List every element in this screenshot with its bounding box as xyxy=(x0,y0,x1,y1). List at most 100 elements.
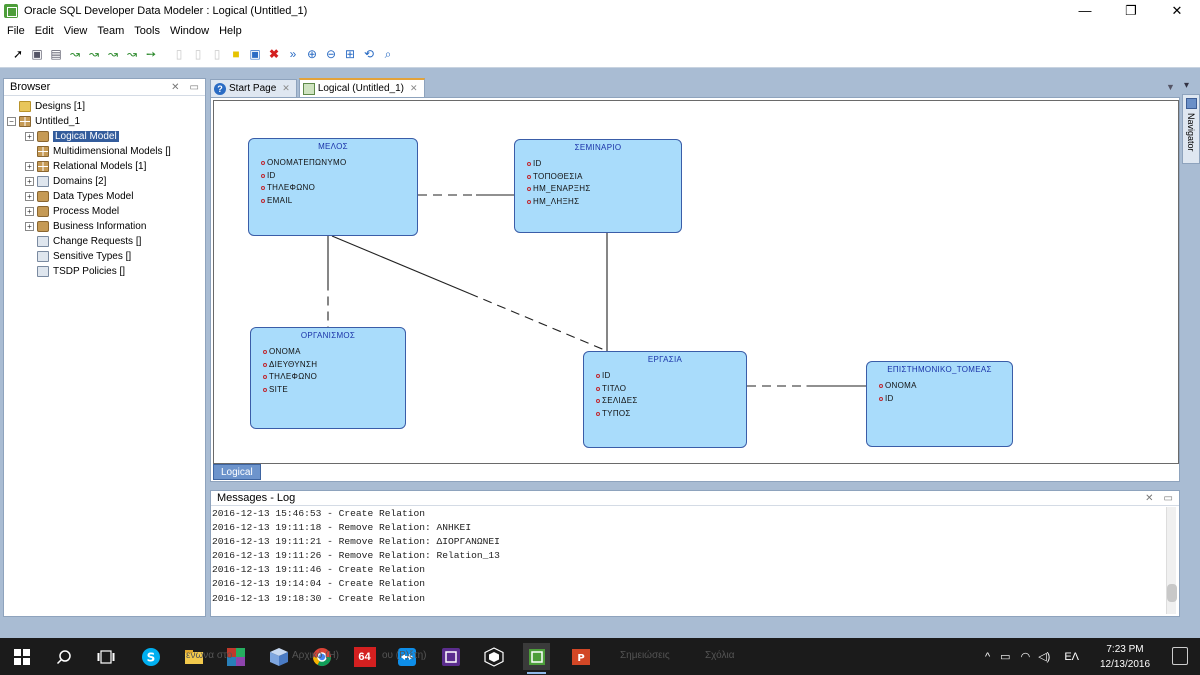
entity-attribute[interactable]: ΣΕΛΙΔΕΣ xyxy=(596,395,746,408)
tree-item[interactable]: +Logical Model xyxy=(7,129,205,144)
expand-icon[interactable]: + xyxy=(25,222,34,231)
new-entity-icon[interactable]: ▣ xyxy=(31,47,43,61)
new-relation-1-1-icon[interactable]: ↝ xyxy=(69,47,81,61)
battery-icon[interactable]: ▭ xyxy=(1000,651,1011,663)
fit-screen-icon[interactable]: ⊞ xyxy=(344,47,356,61)
close-icon[interactable]: ✕ xyxy=(171,81,180,93)
entity-attribute[interactable]: ΗΜ_ΛΗΞΗΣ xyxy=(527,196,681,209)
entity-attribute[interactable]: ID xyxy=(261,170,417,183)
task-view-icon[interactable] xyxy=(92,643,119,670)
entity-attribute[interactable]: ΔΙΕΥΘΥΝΣΗ xyxy=(263,359,405,372)
new-note-yellow-icon[interactable]: ■ xyxy=(232,47,240,61)
box-app-icon[interactable] xyxy=(265,643,292,670)
menu-window[interactable]: Window xyxy=(169,25,210,37)
new-relation-m-n-icon[interactable]: ↝ xyxy=(107,47,119,61)
new-inheritance-icon[interactable]: ➙ xyxy=(145,47,157,61)
tree-item[interactable]: Sensitive Types [] xyxy=(7,249,205,264)
menu-view[interactable]: View xyxy=(63,25,88,37)
winrar-icon[interactable] xyxy=(222,643,249,670)
menu-team[interactable]: Team xyxy=(97,25,125,37)
navigator-side-tab[interactable]: Navigator xyxy=(1182,94,1200,164)
language-indicator[interactable]: ΕΛ xyxy=(1064,650,1079,663)
relation-line[interactable] xyxy=(469,292,608,352)
expand-icon[interactable]: + xyxy=(25,132,34,141)
minimize-panel-icon[interactable]: ▭ xyxy=(1163,492,1173,504)
new-view-icon[interactable]: ▤ xyxy=(50,47,62,61)
picture-icon[interactable]: ▣ xyxy=(249,47,261,61)
entity-attribute[interactable]: ΤΗΛΕΦΩΝΟ xyxy=(263,371,405,384)
close-icon[interactable]: ✕ xyxy=(282,83,290,93)
tab-logical-bottom[interactable]: Logical xyxy=(213,464,261,480)
entity-attribute[interactable]: ΟΝΟΜΑΤΕΠΩΝΥΜΟ xyxy=(261,157,417,170)
windows-start-icon[interactable] xyxy=(8,643,35,670)
close-icon[interactable]: ✕ xyxy=(409,83,418,93)
zoom-out-icon[interactable]: ⊖ xyxy=(325,47,337,61)
volume-icon[interactable]: ◁) xyxy=(1038,651,1051,663)
notification-icon[interactable] xyxy=(1172,647,1188,665)
zoom-in-icon[interactable]: ⊕ xyxy=(306,47,318,61)
tree-item[interactable]: +Data Types Model xyxy=(7,189,205,204)
delete-icon[interactable]: ✖ xyxy=(268,47,280,61)
tree-item[interactable]: +Relational Models [1] xyxy=(7,159,205,174)
expand-icon[interactable]: + xyxy=(25,192,34,201)
menu-edit[interactable]: Edit xyxy=(34,25,54,37)
data-modeler-icon[interactable] xyxy=(523,643,550,674)
entity-attribute[interactable]: ID xyxy=(527,158,681,171)
tree-item[interactable]: Change Requests [] xyxy=(7,234,205,249)
new-note-icon[interactable]: ▯ xyxy=(194,47,202,61)
app-64-icon[interactable]: 64 xyxy=(351,643,378,670)
tree-item[interactable]: TSDP Policies [] xyxy=(7,264,205,279)
entity-attribute[interactable]: ΤΗΛΕΦΩΝΟ xyxy=(261,182,417,195)
purple-app-icon[interactable] xyxy=(437,643,464,670)
refresh-icon[interactable]: ⟲ xyxy=(363,47,375,61)
teamviewer-icon[interactable] xyxy=(393,643,420,670)
menu-help[interactable]: Help xyxy=(219,25,242,37)
entity-attribute[interactable]: ID xyxy=(596,370,746,383)
search-icon[interactable] xyxy=(50,643,77,670)
tree-item[interactable]: Multidimensional Models [] xyxy=(7,144,205,159)
powerpoint-icon[interactable]: P xyxy=(567,643,594,670)
wifi-icon[interactable]: ◠ xyxy=(1020,651,1031,663)
tree-item[interactable]: +Business Information xyxy=(7,219,205,234)
new-arc-icon[interactable]: ↝ xyxy=(126,47,138,61)
chevron-up-icon[interactable]: ^ xyxy=(985,650,991,663)
entity-attribute[interactable]: EMAIL xyxy=(261,195,417,208)
zoom-fast-icon[interactable]: » xyxy=(289,47,297,61)
expand-icon[interactable]: + xyxy=(25,162,34,171)
clock[interactable]: 7:23 PM 12/13/2016 xyxy=(1090,642,1160,672)
scrollbar-thumb[interactable] xyxy=(1167,584,1177,602)
entity-attribute[interactable]: ΤΟΠΟΘΕΣΙΑ xyxy=(527,171,681,184)
restore-button[interactable]: ❐ xyxy=(1125,2,1137,18)
tree-item[interactable]: −Untitled_1 xyxy=(7,114,205,129)
skype-icon[interactable]: S xyxy=(137,643,164,670)
expand-icon[interactable]: + xyxy=(25,177,34,186)
new-relation-1-n-icon[interactable]: ↝ xyxy=(88,47,100,61)
navigator-minimize-icon[interactable]: ▾ xyxy=(1184,80,1190,91)
editor-dropdown-icon[interactable]: ▼ xyxy=(1166,82,1175,92)
minimize-button[interactable]: — xyxy=(1078,3,1092,18)
entity-attribute[interactable]: ΟΝΟΜΑ xyxy=(263,346,405,359)
file-explorer-icon[interactable] xyxy=(180,643,207,670)
tree-item[interactable]: +Domains [2] xyxy=(7,174,205,189)
entity-attribute[interactable]: ΗΜ_ΕΝΑΡΞΗΣ xyxy=(527,183,681,196)
expand-icon[interactable]: + xyxy=(25,207,34,216)
relation-line[interactable] xyxy=(331,235,470,295)
log-scrollbar[interactable] xyxy=(1166,507,1177,614)
entity-attribute[interactable]: ΟΝΟΜΑ xyxy=(879,380,1012,393)
tree-item[interactable]: +Process Model xyxy=(7,204,205,219)
chrome-icon[interactable] xyxy=(308,643,335,670)
new-subview-icon[interactable]: ▯ xyxy=(175,47,183,61)
menu-file[interactable]: File xyxy=(7,25,25,37)
entity-attribute[interactable]: SITE xyxy=(263,384,405,397)
tab-start-page[interactable]: ? Start Page ✕ xyxy=(210,79,297,97)
entity-attribute[interactable]: ΤΥΠΟΣ xyxy=(596,408,746,421)
close-icon[interactable]: ✕ xyxy=(1145,492,1154,504)
tab-logical[interactable]: Logical (Untitled_1) ✕ xyxy=(298,78,425,97)
entity-attribute[interactable]: ID xyxy=(879,393,1012,406)
